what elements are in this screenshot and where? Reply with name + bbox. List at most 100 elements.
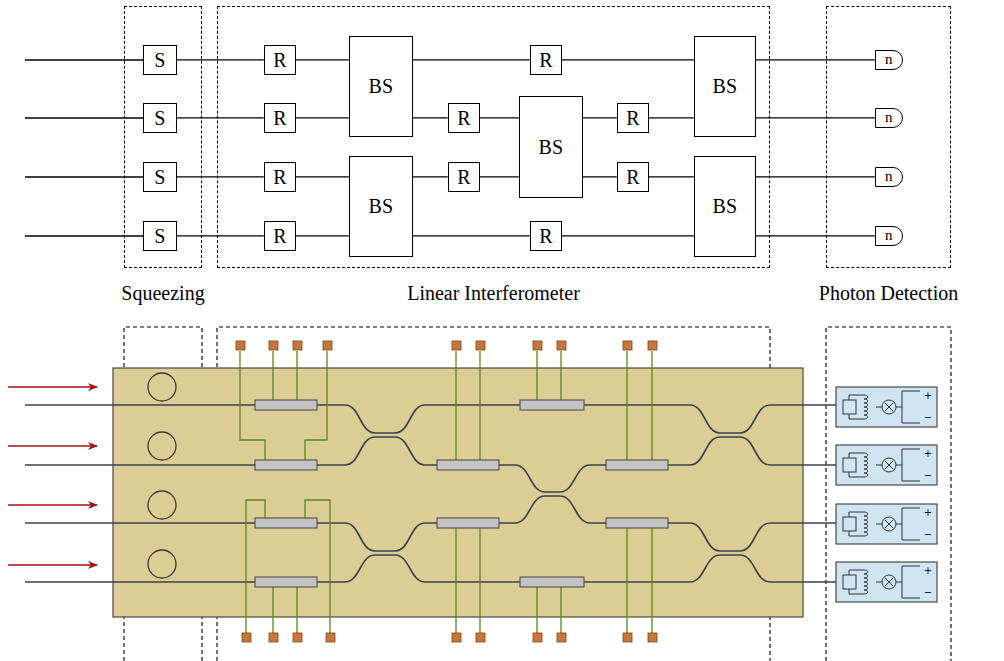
wire (296, 117, 349, 118)
section-label: Photon Detection (819, 283, 958, 303)
gate-box: R (264, 221, 296, 251)
pump-arrows (8, 387, 97, 565)
polarity-sign: + (924, 449, 932, 459)
wire (177, 235, 264, 236)
box-label: S (154, 50, 165, 70)
polarity-sign: − (924, 530, 932, 540)
polarity-sign: + (924, 566, 932, 576)
gate-box: S (143, 103, 177, 133)
wire (649, 117, 694, 118)
gate-box: R (530, 221, 562, 251)
input-wire (25, 176, 143, 177)
box-label: R (273, 50, 286, 70)
gate-box: S (143, 45, 177, 75)
wire (177, 117, 264, 118)
box-label: n (885, 110, 893, 125)
box-label: n (885, 52, 893, 67)
wire (583, 117, 617, 118)
gate-box: BS (519, 96, 583, 198)
input-wire (25, 235, 143, 236)
box-label: R (457, 167, 470, 187)
polarity-sign: − (924, 588, 932, 598)
gate-box: R (264, 103, 296, 133)
gate-box: R (617, 103, 649, 133)
gate-box: BS (349, 36, 413, 137)
photon-detector: n (875, 50, 903, 70)
wire (296, 176, 349, 177)
box-label: R (273, 108, 286, 128)
polarity-sign: − (924, 413, 932, 423)
box-label: BS (369, 196, 393, 216)
box-label: BS (539, 137, 563, 157)
box-label: R (457, 108, 470, 128)
wire (413, 176, 448, 177)
input-wire (25, 117, 143, 118)
wire (562, 59, 694, 60)
wire (480, 176, 519, 177)
dashed-region: Linear InterferometerRRRRBSBSRRRRBSRRBSB… (217, 6, 770, 268)
photon-detector: n (875, 226, 903, 246)
box-label: R (626, 108, 639, 128)
wire (649, 176, 694, 177)
polarity-sign: + (924, 391, 932, 401)
electrode-wires (240, 351, 652, 633)
box-label: n (885, 228, 893, 243)
squeezer-rings (148, 373, 176, 578)
wire (480, 117, 519, 118)
polarity-sign: + (924, 508, 932, 518)
wire (177, 59, 264, 60)
wire (177, 176, 264, 177)
detector-circuit (836, 387, 937, 427)
wire (413, 117, 448, 118)
box-label: S (154, 108, 165, 128)
gate-box: R (264, 45, 296, 75)
box-label: R (539, 50, 552, 70)
gate-box: R (448, 103, 480, 133)
wire (756, 176, 875, 177)
wire (756, 59, 875, 60)
gate-box: R (448, 162, 480, 192)
box-label: R (626, 167, 639, 187)
photon-detector: n (875, 167, 903, 187)
gate-box: BS (694, 36, 756, 137)
wire (562, 235, 694, 236)
photon-detector: n (875, 108, 903, 128)
box-label: R (539, 226, 552, 246)
wire (756, 117, 875, 118)
wire (413, 235, 530, 236)
wire (756, 235, 875, 236)
box-label: S (154, 167, 165, 187)
box-label: n (885, 169, 893, 184)
detector-circuit (836, 562, 937, 602)
detector-symbols (836, 387, 937, 602)
section-label: Linear Interferometer (407, 283, 580, 303)
electrode-pads (236, 341, 657, 642)
input-wire (25, 59, 143, 60)
gate-box: S (143, 221, 177, 251)
box-label: BS (713, 76, 737, 96)
wire (296, 235, 349, 236)
box-label: R (273, 167, 286, 187)
wire (413, 59, 530, 60)
wire (296, 59, 349, 60)
box-label: BS (369, 76, 393, 96)
waveguides (25, 405, 836, 582)
gate-box: BS (349, 156, 413, 257)
dashed-region: Photon Detectionnnnn (826, 6, 951, 268)
box-label: R (273, 226, 286, 246)
phase-shifters (255, 400, 668, 587)
detector-circuit (836, 445, 937, 485)
gate-box: R (264, 162, 296, 192)
gate-box: R (530, 45, 562, 75)
box-label: BS (713, 196, 737, 216)
wire (583, 176, 617, 177)
gate-box: R (617, 162, 649, 192)
dashed-region: SqueezingSSSS (124, 6, 202, 268)
polarity-sign: − (924, 471, 932, 481)
section-label: Squeezing (121, 283, 204, 303)
gate-box: S (143, 162, 177, 192)
box-label: S (154, 226, 165, 246)
detector-circuit (836, 504, 937, 544)
gate-box: BS (694, 156, 756, 257)
